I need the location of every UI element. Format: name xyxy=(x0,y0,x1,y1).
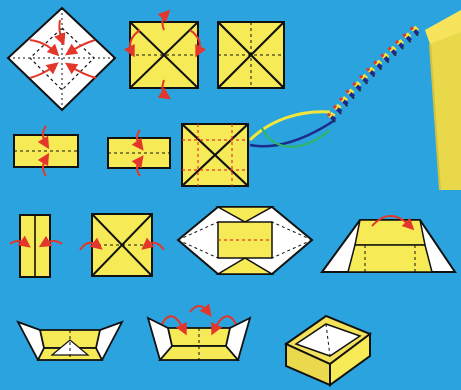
step-8-reopen xyxy=(80,214,164,276)
step-6-unfolded-square xyxy=(182,124,248,186)
step-2-corners-folded xyxy=(130,14,200,96)
step-3-folded-square xyxy=(218,22,284,88)
